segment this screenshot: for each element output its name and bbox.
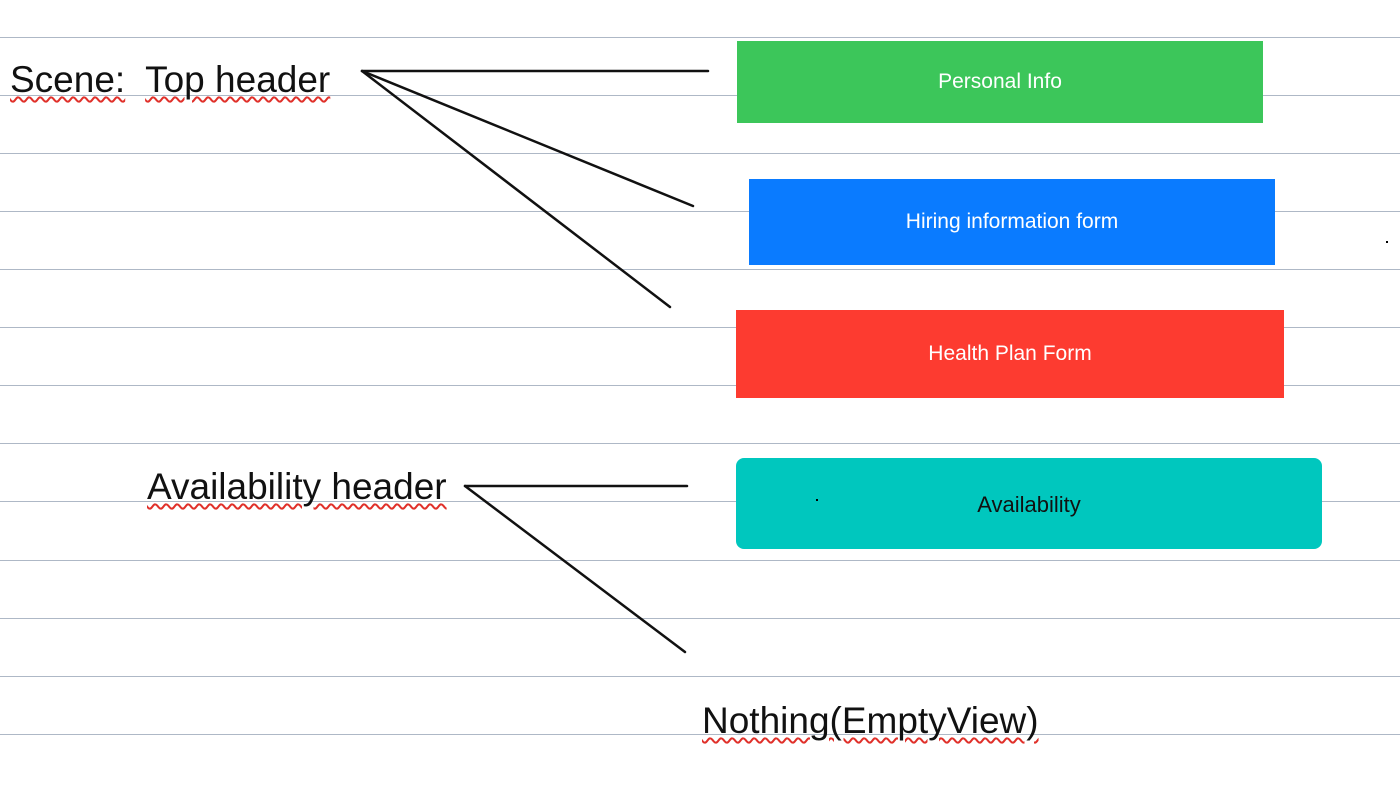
ruled-line	[0, 95, 1400, 96]
health-plan-form-text: Health Plan Form	[928, 342, 1092, 365]
ruled-line	[0, 153, 1400, 154]
connector-top-to-hiring-form	[360, 69, 695, 208]
ruled-line	[0, 676, 1400, 677]
connector-availability-to-empty-view	[463, 484, 687, 654]
ruled-line	[0, 443, 1400, 444]
connector-top-to-health-plan	[360, 69, 672, 309]
ruled-line	[0, 269, 1400, 270]
top-header-label: Top header	[145, 59, 331, 100]
nothing-empty-view-label: Nothing(EmptyView)	[702, 700, 1039, 741]
ruled-line	[0, 385, 1400, 386]
personal-info-text: Personal Info	[938, 70, 1062, 93]
ruled-line	[0, 327, 1400, 328]
stray-dot	[1386, 241, 1388, 243]
ruled-line	[0, 211, 1400, 212]
ruled-line	[0, 734, 1400, 735]
scene-label: Scene: Top header	[10, 61, 330, 98]
ruled-line	[0, 501, 1400, 502]
ruled-line	[0, 37, 1400, 38]
availability-box[interactable]: Availability	[736, 458, 1322, 549]
ruled-line	[0, 560, 1400, 561]
hiring-information-form-text: Hiring information form	[905, 210, 1119, 233]
availability-text: Availability	[977, 492, 1081, 517]
ruled-line	[0, 618, 1400, 619]
personal-info-box[interactable]: Personal Info	[737, 41, 1263, 123]
health-plan-form-box[interactable]: Health Plan Form	[736, 310, 1284, 398]
hiring-information-form-box[interactable]: Hiring information form	[749, 179, 1275, 265]
availability-header-label: Availability header	[147, 466, 447, 507]
scene-prefix: Scene:	[10, 59, 126, 100]
stray-dot	[816, 499, 818, 501]
